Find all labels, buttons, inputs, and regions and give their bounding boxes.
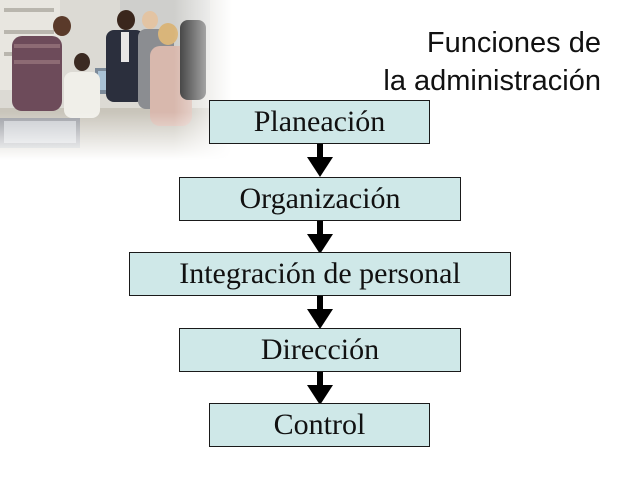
step-label: Control — [273, 408, 366, 441]
step-organizacion: Organización — [179, 177, 461, 221]
title-line-1: Funciones de — [426, 27, 601, 59]
title-line-2: la administración — [383, 65, 601, 97]
arrow-down-icon — [307, 144, 333, 177]
step-direccion: Dirección — [179, 328, 461, 372]
step-label: Planeación — [253, 105, 386, 138]
office-team-photo — [0, 0, 232, 160]
arrow-down-icon — [307, 372, 333, 405]
step-label: Organización — [239, 182, 401, 215]
arrow-down-icon — [307, 296, 333, 329]
step-label: Dirección — [260, 333, 380, 366]
step-integracion-de-personal: Integración de personal — [129, 252, 511, 296]
step-planeacion: Planeación — [209, 100, 430, 144]
slide-title: Funciones de la administración — [383, 24, 601, 100]
step-label: Integración de personal — [179, 257, 461, 290]
arrow-down-icon — [307, 221, 333, 254]
step-control: Control — [209, 403, 430, 447]
